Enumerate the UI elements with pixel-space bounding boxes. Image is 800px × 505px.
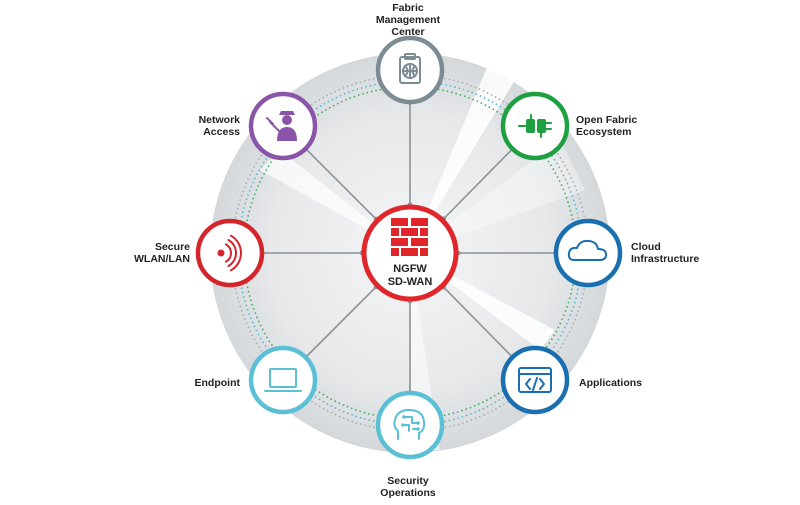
node-applications bbox=[500, 345, 570, 415]
label-line: WLAN/LAN bbox=[134, 253, 190, 265]
security-guard-icon bbox=[266, 111, 297, 141]
node-open-fabric-ecosystem bbox=[500, 91, 570, 161]
label-line: Management bbox=[375, 14, 441, 26]
label-line: Center bbox=[391, 26, 425, 38]
hub-label-line2: SD-WAN bbox=[388, 276, 433, 288]
label-line: Fabric bbox=[392, 2, 424, 14]
clipboard-globe-icon bbox=[399, 53, 421, 84]
plug-connector-icon bbox=[518, 114, 552, 138]
node-network-access bbox=[248, 91, 318, 161]
label-line: Network bbox=[198, 114, 240, 126]
laptop-icon bbox=[264, 368, 302, 392]
label-line: Open Fabric bbox=[576, 114, 638, 126]
node-endpoint bbox=[248, 345, 318, 415]
node-secure-wlan-lan bbox=[195, 218, 265, 288]
label-line: Cloud bbox=[631, 241, 661, 253]
light-beam-top-right bbox=[410, 140, 585, 253]
node-cloud-infrastructure bbox=[553, 218, 623, 288]
label-line: Applications bbox=[579, 377, 643, 389]
cloud-icon bbox=[567, 239, 608, 261]
label-line: Infrastructure bbox=[631, 253, 700, 265]
brain-circuit-icon bbox=[393, 409, 426, 440]
hub-label-line1: NGFW bbox=[393, 263, 427, 275]
node-fabric-management-center bbox=[375, 35, 445, 105]
hub-node: NGFW SD-WAN bbox=[361, 204, 459, 302]
label-line: Secure bbox=[154, 241, 190, 253]
label-applications: Applications bbox=[579, 377, 642, 389]
node-circle-network-access bbox=[248, 91, 318, 161]
wireless-signal-icon bbox=[217, 234, 242, 272]
node-circle-applications bbox=[500, 345, 570, 415]
node-circle-cloud-infrastructure bbox=[553, 218, 623, 288]
label-line: Operations bbox=[380, 487, 436, 499]
light-beam-top bbox=[410, 60, 515, 253]
label-line: Access bbox=[203, 126, 240, 138]
label-endpoint: Endpoint bbox=[166, 377, 241, 389]
node-security-operations bbox=[375, 390, 445, 460]
label-line: Security bbox=[387, 475, 429, 487]
label-line: Ecosystem bbox=[576, 126, 632, 138]
code-window-icon bbox=[518, 367, 552, 393]
label-line: Endpoint bbox=[194, 377, 241, 389]
node-circle-endpoint bbox=[248, 345, 318, 415]
firewall-icon bbox=[391, 218, 428, 256]
